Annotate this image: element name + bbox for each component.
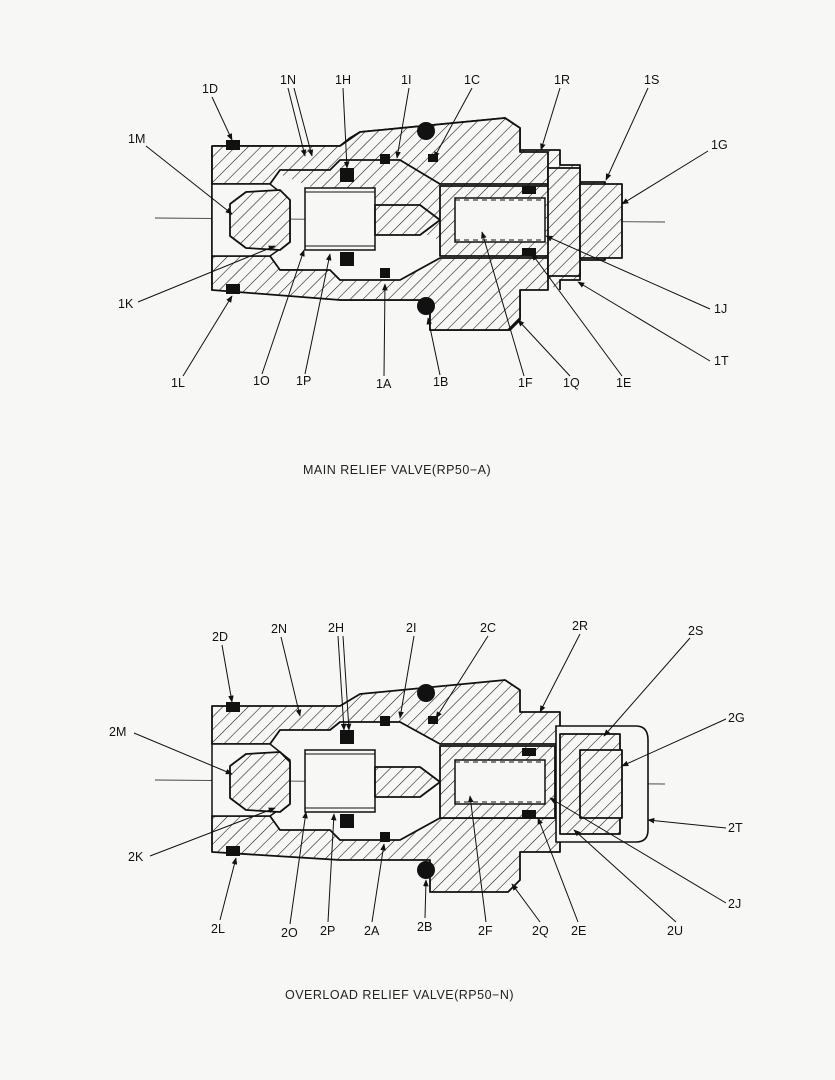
part-label: 2T [728, 821, 743, 835]
part-label: 2C [480, 621, 496, 635]
part-label: 2J [728, 897, 741, 911]
main-relief-labels: 1D 1N 1H 1I 1C 1R 1S 1M 1K 1G 1J 1T 1L 1… [118, 73, 729, 391]
part-label: 1E [616, 376, 631, 390]
main-relief-leaders [137, 87, 711, 377]
adjust-screw [579, 749, 623, 819]
oring-ball-upper [417, 684, 435, 702]
part-label: 2N [271, 622, 287, 636]
part-label: 1O [253, 374, 270, 388]
sleeve-lower [211, 255, 549, 331]
part-label: 1A [376, 377, 392, 391]
part-label: 2K [128, 850, 144, 864]
part-label: 1P [296, 374, 311, 388]
overload-relief-valve-drawing [154, 679, 666, 893]
pilot-poppet [374, 204, 441, 236]
part-label: 2Q [532, 924, 549, 938]
main-poppet [229, 751, 291, 813]
spring-chamber [304, 187, 376, 251]
part-label: 1I [401, 73, 411, 87]
seal-2E [522, 810, 536, 818]
part-label: 1F [518, 376, 533, 390]
lock-nut [547, 167, 581, 277]
main-spring [305, 753, 375, 809]
adjust-screw [579, 183, 623, 259]
overload-relief-leaders [133, 633, 727, 925]
main-poppet [229, 189, 291, 251]
seal-2L [226, 846, 240, 856]
part-label: 1C [464, 73, 480, 87]
main-relief-valve-drawing [154, 117, 666, 331]
part-label: 2A [364, 924, 380, 938]
seal-2C [428, 716, 438, 724]
pilot-spring-bore [454, 197, 546, 243]
seal-2H-low [340, 814, 354, 828]
part-label: 2S [688, 624, 703, 638]
part-label: 2R [572, 619, 588, 633]
part-label: 2G [728, 711, 745, 725]
part-label: 1R [554, 73, 570, 87]
part-label: 1G [711, 138, 728, 152]
part-label: 1T [714, 354, 729, 368]
part-label: 1S [644, 73, 659, 87]
part-label: 2P [320, 924, 335, 938]
seal-2I [380, 716, 390, 726]
sleeve-lower [211, 815, 561, 893]
part-label: 2D [212, 630, 228, 644]
seal-2D [226, 702, 240, 712]
seal-1D [226, 140, 240, 150]
oring-ball-upper [417, 122, 435, 140]
spring-chamber [304, 749, 376, 813]
oring-ball-lower [417, 861, 435, 879]
seal-1H [340, 168, 354, 182]
part-label: 1D [202, 82, 218, 96]
pilot-poppet [374, 766, 441, 798]
part-label: 1L [171, 376, 185, 390]
pilot-spring-bore [454, 759, 546, 805]
seal-1A [380, 268, 390, 278]
overload-relief-caption: OVERLOAD RELIEF VALVE(RP50−N) [285, 988, 514, 1002]
part-label: 2B [417, 920, 432, 934]
seal-2J [522, 748, 536, 756]
seal-1L [226, 284, 240, 294]
part-label: 2F [478, 924, 493, 938]
main-relief-caption: MAIN RELIEF VALVE(RP50−A) [303, 463, 491, 477]
oring-ball-lower [417, 297, 435, 315]
pilot-spring [455, 199, 545, 241]
seal-1J [522, 186, 536, 194]
seal-2H [340, 730, 354, 744]
part-label: 1H [335, 73, 351, 87]
part-label: 2U [667, 924, 683, 938]
seal-1E [522, 248, 536, 256]
seal-1C [428, 154, 438, 162]
overload-relief-labels: 2D 2N 2H 2I 2C 2R 2S 2M 2K 2G 2T 2J 2L 2… [109, 619, 745, 940]
seal-1I [380, 154, 390, 164]
part-label: 2H [328, 621, 344, 635]
part-label: 1Q [563, 376, 580, 390]
seal-1H-low [340, 252, 354, 266]
part-label: 2E [571, 924, 586, 938]
part-label: 2M [109, 725, 126, 739]
part-label: 1M [128, 132, 145, 146]
part-label: 1K [118, 297, 134, 311]
part-label: 1J [714, 302, 727, 316]
main-spring [305, 191, 375, 247]
part-label: 1N [280, 73, 296, 87]
part-label: 2I [406, 621, 416, 635]
sleeve-upper [211, 679, 561, 745]
pilot-spring [455, 761, 545, 803]
part-label: 2O [281, 926, 298, 940]
part-label: 2L [211, 922, 225, 936]
part-label: 1B [433, 375, 448, 389]
seal-2A [380, 832, 390, 842]
